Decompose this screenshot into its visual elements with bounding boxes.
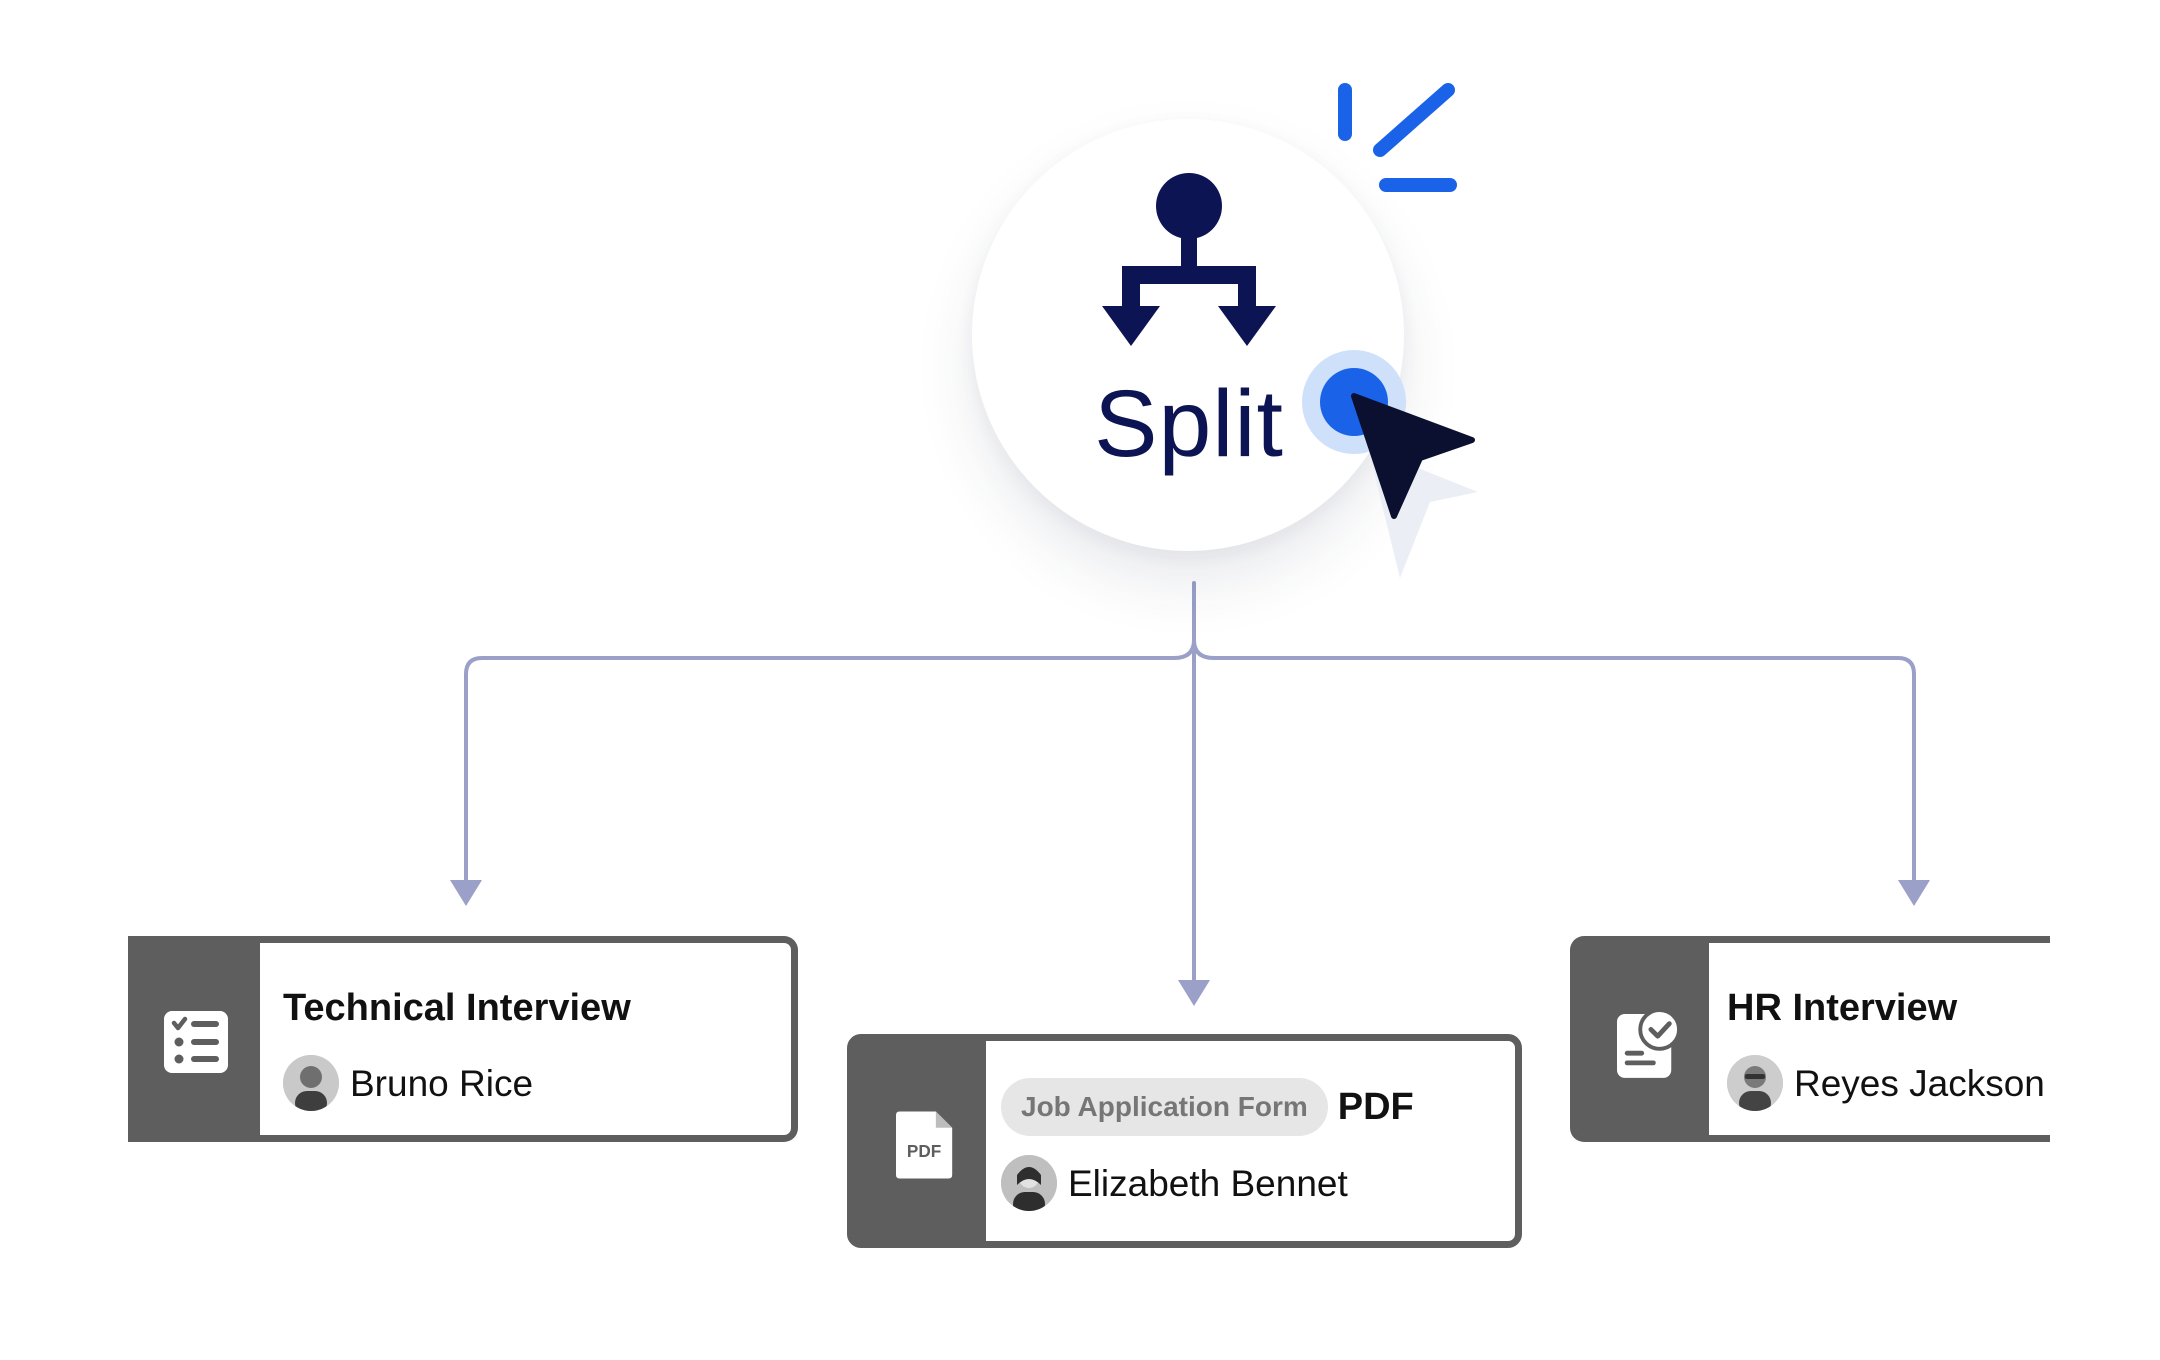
pdf-icon-label: PDF <box>907 1141 941 1161</box>
task-card-hr-interview[interactable]: HR Interview Reyes Jackson <box>1570 936 2050 1142</box>
form-tag: Job Application Form <box>1001 1078 1328 1136</box>
split-arrows-icon <box>1102 173 1276 346</box>
approved-document-icon <box>1617 1008 1679 1078</box>
card-title: Technical Interview <box>283 987 631 1029</box>
connector-right <box>1192 638 1916 887</box>
card-title: PDF <box>1337 1085 1414 1128</box>
connector-trunk <box>464 581 1196 887</box>
connector-arrowhead-right <box>1898 880 1930 906</box>
assignee-name: Bruno Rice <box>350 1063 534 1104</box>
task-card-technical-interview[interactable]: Technical Interview Bruno Rice <box>128 936 798 1142</box>
connector-arrowhead-left <box>450 880 482 906</box>
click-sparkle-icon <box>1338 83 1457 192</box>
cursor-arrow-icon <box>1351 393 1478 578</box>
assignee-name: Elizabeth Bennet <box>1068 1163 1348 1204</box>
card-title: HR Interview <box>1727 987 1958 1029</box>
avatar <box>1001 1155 1057 1211</box>
checklist-icon <box>164 1011 228 1073</box>
card-icon-rail: PDF <box>854 1041 986 1241</box>
pdf-file-icon: PDF <box>896 1111 953 1179</box>
card-icon-rail <box>128 943 260 1135</box>
card-icon-rail <box>1577 943 1709 1135</box>
connector-arrowhead-center <box>1178 980 1210 1006</box>
assignee-name: Reyes Jackson <box>1794 1063 2045 1104</box>
split-label: Split <box>1094 371 1284 477</box>
avatar <box>283 1055 339 1111</box>
avatar <box>1727 1055 1783 1111</box>
